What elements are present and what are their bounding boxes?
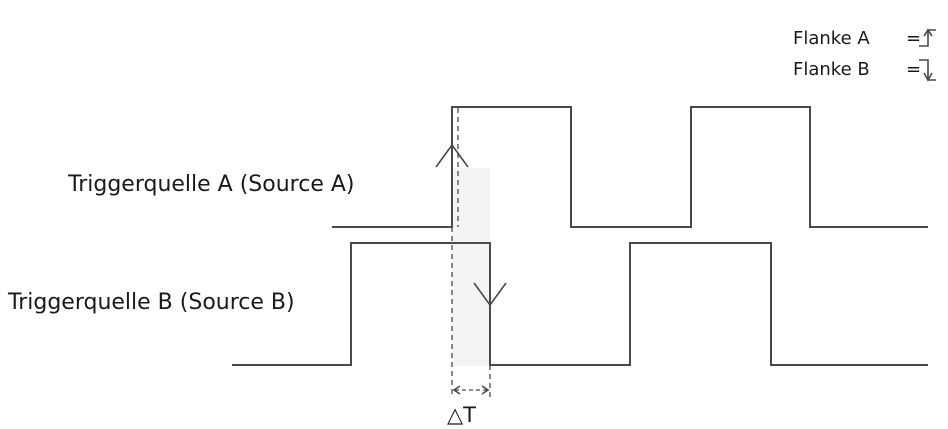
legend-edge-a-label: Flanke A (793, 28, 870, 49)
falling-edge-marker-icon (473, 282, 507, 307)
legend-edge-b-label: Flanke B (793, 59, 870, 80)
legend-edge-a-equals: = (906, 28, 921, 49)
delay-region (452, 168, 490, 366)
rising-edge-icon (919, 28, 936, 47)
source-b-label: Triggerquelle B (Source B) (7, 290, 295, 315)
falling-edge-icon (919, 59, 936, 82)
legend-edge-b-equals: = (906, 59, 921, 80)
source-b-waveform (232, 242, 928, 366)
rising-edge-marker-icon (435, 143, 469, 168)
source-a-waveform (332, 106, 928, 228)
delta-t-dimension (452, 385, 490, 395)
source-a-label: Triggerquelle A (Source A) (67, 172, 355, 197)
delta-t-label: △T (447, 403, 476, 427)
legend: Flanke A = Flanke B = (793, 28, 936, 82)
